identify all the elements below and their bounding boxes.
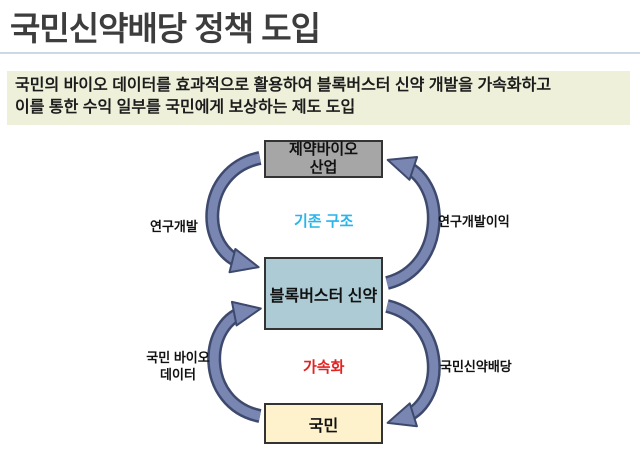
- arrow-rnd-down-icon: [205, 151, 262, 274]
- label-rnd-profit: 연구개발이익: [438, 214, 510, 229]
- label-acceleration: 가속화: [303, 359, 345, 376]
- title-divider: [0, 52, 640, 54]
- arrow-rnd-profit-up-icon: [384, 156, 441, 290]
- label-rnd: 연구개발: [150, 219, 198, 234]
- subtitle-box: 국민의 바이오 데이터를 효과적으로 활용하여 블록버스터 신약 개발을 가속화…: [7, 71, 630, 125]
- node-blockbuster-drug: 블록버스터 신약: [264, 257, 383, 330]
- label-dividend: 국민신약배당: [440, 359, 512, 374]
- node-citizens: 국민: [264, 403, 383, 444]
- node-pharma-bio-industry: 제약바이오 산업: [264, 140, 383, 178]
- arrow-bio-data-up-icon: [207, 300, 262, 423]
- arrow-dividend-down-icon: [384, 299, 441, 428]
- label-bio-data: 국민 바이오 데이터: [146, 350, 210, 382]
- label-existing-structure: 기존 구조: [294, 213, 354, 230]
- page-title: 국민신약배당 정책 도입: [10, 10, 321, 47]
